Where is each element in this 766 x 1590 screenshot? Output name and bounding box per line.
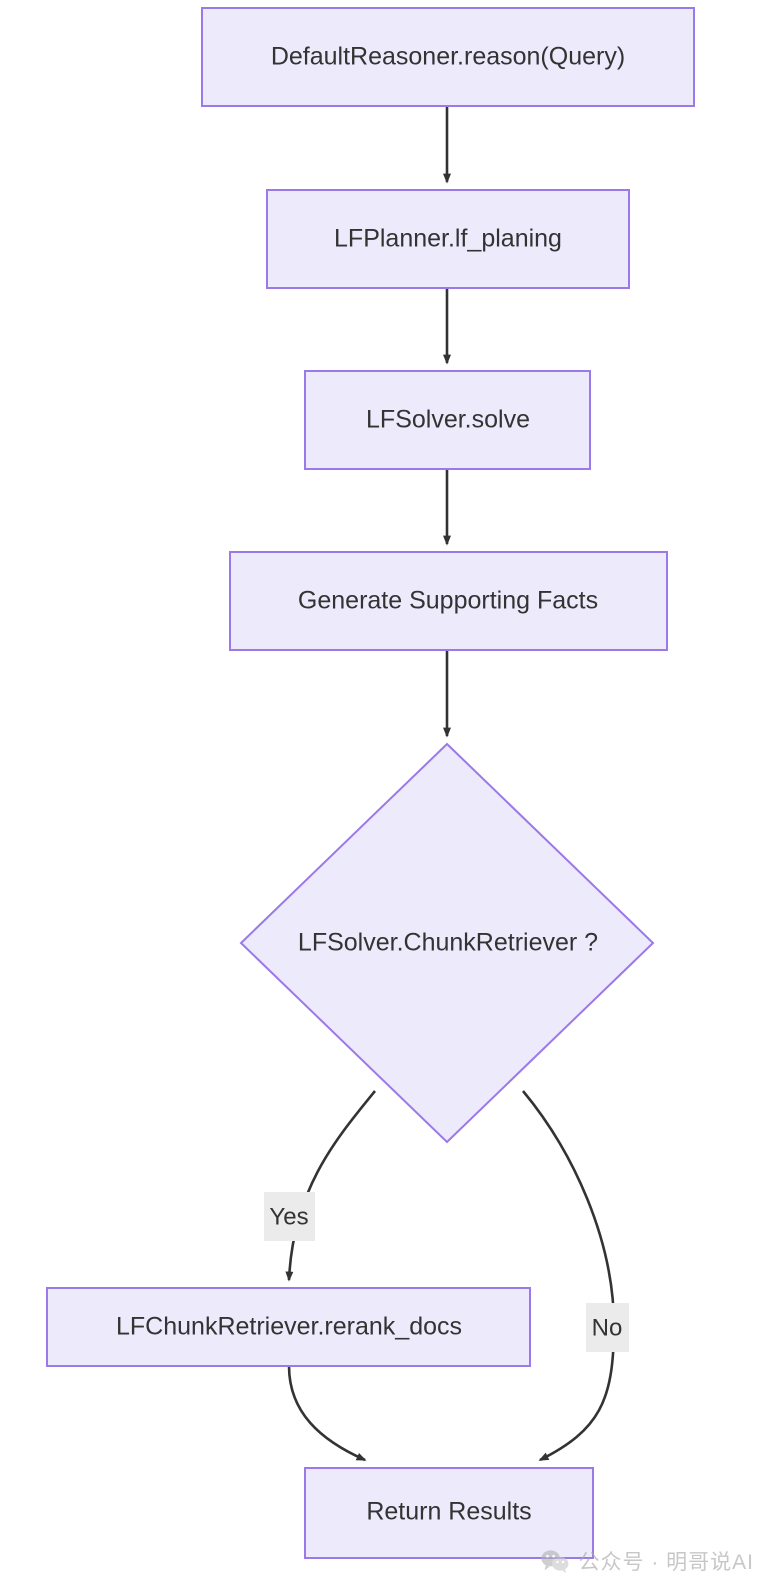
edge-label-yes: Yes (264, 1192, 315, 1241)
node-label: DefaultReasoner.reason(Query) (271, 43, 625, 71)
node-shape-diamond (239, 742, 655, 1144)
node-label: LFSolver.solve (366, 406, 530, 434)
no-label-text: No (592, 1314, 623, 1341)
edge-labels-layer: Yes No (264, 1192, 629, 1352)
no-label-bg (586, 1303, 629, 1352)
node-shape-rect (201, 7, 695, 107)
edge-decision-to-return-no (521, 1090, 616, 1462)
edge-decision-to-rerank-yes (285, 1090, 377, 1282)
node-label: LFChunkRetriever.rerank_docs (116, 1313, 462, 1341)
node-shape-rect (46, 1287, 531, 1367)
node-generate-supporting-facts[interactable]: Generate Supporting Facts (229, 551, 668, 651)
node-label: Return Results (366, 1498, 531, 1526)
node-label: LFPlanner.lf_planing (334, 225, 562, 253)
edge-rerank-to-return (287, 1365, 367, 1462)
node-shape-rect (304, 370, 591, 470)
node-lfchunkretriever-rerank-docs[interactable]: LFChunkRetriever.rerank_docs (46, 1287, 531, 1367)
node-lfplanner-lf-planing[interactable]: LFPlanner.lf_planing (266, 189, 630, 289)
node-shape-rect (266, 189, 630, 289)
yes-label-text: Yes (269, 1203, 308, 1230)
nodes-layer: DefaultReasoner.reason(Query) LFPlanner.… (46, 7, 695, 1559)
node-label: LFSolver.ChunkRetriever ? (298, 929, 598, 957)
node-shape-rect (229, 551, 668, 651)
node-shape-rect (304, 1467, 594, 1559)
edge-label-no: No (586, 1303, 629, 1352)
yes-label-bg (264, 1192, 315, 1241)
node-return-results[interactable]: Return Results (304, 1467, 594, 1559)
node-lfsolver-solve[interactable]: LFSolver.solve (304, 370, 591, 470)
node-default-reasoner-reason[interactable]: DefaultReasoner.reason(Query) (201, 7, 695, 107)
node-label: Generate Supporting Facts (298, 587, 598, 615)
node-lfsolver-chunkretriever-decision[interactable]: LFSolver.ChunkRetriever ? (239, 742, 655, 1144)
